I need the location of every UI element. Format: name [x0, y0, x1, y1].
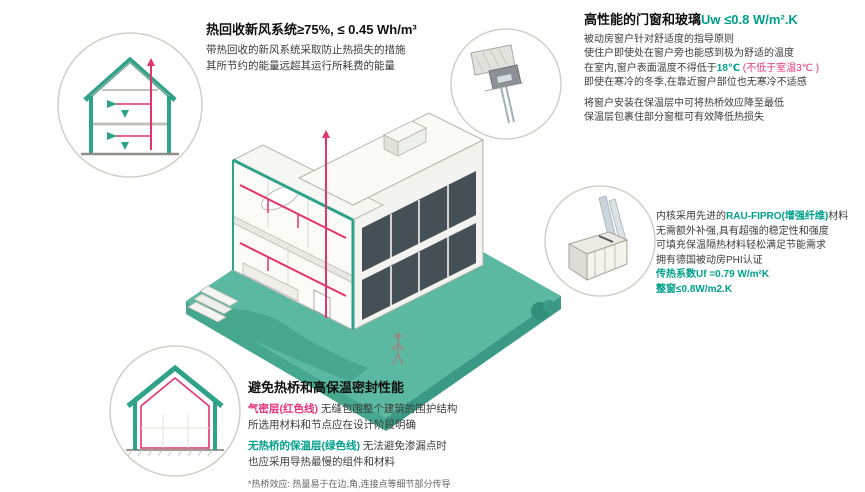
ventilation-body: 带热回收的新风系统采取防止热损失的措施 其所节约的能量远超其运行所耗费的能量 — [206, 43, 470, 75]
insulation-p2-line1: 无热桥的保温层(绿色线) 无法避免渗漏点时 — [248, 439, 548, 455]
ventilation-detail-circle — [55, 30, 205, 180]
ventilation-house-icon — [57, 32, 203, 178]
window-section: 高性能的门窗和玻璃Uw ≤0.8 W/m².K 被动房窗户针对舒适度的指导原则 … — [584, 12, 862, 126]
ventilation-title: 热回收新风系统≥75%, ≤ 0.45 Wh/m³ — [206, 22, 417, 37]
window-detail-circle — [449, 27, 563, 141]
insulation-para1: 气密层(红色线) 无缝包围整个建筑的围护结构 所选用材料和节点应在设计阶段明确 — [248, 402, 548, 434]
profile-line1-material: RAU-FIPRO(增强纤维) — [726, 211, 829, 222]
insulation-title: 避免热桥和高保温密封性能 — [248, 380, 405, 395]
window-line3-pre: 在室内,窗户表面温度不得低于 — [584, 62, 717, 74]
insulation-p2-rest: 无法避免渗漏点时 — [360, 440, 447, 453]
insulation-section: 避免热桥和高保温密封性能 气密层(红色线) 无缝包围整个建筑的围护结构 所选用材… — [248, 380, 548, 490]
insulation-p1-rest: 无缝包围整个建筑的围护结构 — [318, 402, 458, 415]
window-profile-icon — [544, 185, 656, 297]
house-cutaway-icon — [186, 112, 561, 431]
insulation-p1-line1: 气密层(红色线) 无缝包围整个建筑的围护结构 — [248, 402, 548, 418]
window-title-uvalue: Uw ≤0.8 W/m².K — [701, 12, 798, 27]
profile-uw-value: 整窗≤0.8W/m2.K — [656, 283, 733, 295]
insulation-p1-line2: 所选用材料和节点应在设计阶段明确 — [248, 418, 416, 431]
thermal-bridge-footnote: *热桥效应: 热量易于在边,角,连接点等细节部分传导 — [248, 478, 451, 489]
ventilation-line2: 其所节约的能量远超其运行所耗费的能量 — [206, 59, 395, 72]
airtight-layer-label: 气密层(红色线) — [248, 402, 318, 415]
window-body: 被动房窗户针对舒适度的指导原则 使住户即使处在窗户旁也能感到极为舒适的温度 在室… — [584, 33, 862, 126]
profile-line3: 可填充保温隔热材料轻松满足节能需求 — [656, 240, 826, 251]
insulated-house-icon — [109, 345, 241, 477]
profile-line1: 内核采用先进的RAU-FIPRO(增强纤维)材料 — [656, 210, 862, 225]
insulation-p2-line2: 也应采用导热最慢的组件和材料 — [248, 456, 395, 469]
profile-uf-value: 传热系数Uf =0.79 W/m²K — [656, 269, 770, 280]
insulation-para2: 无热桥的保温层(绿色线) 无法避免渗漏点时 也应采用导热最慢的组件和材料 — [248, 439, 548, 471]
window-line3: 在室内,窗户表面温度不得低于18℃ (不低于室温3℃ ) — [584, 62, 862, 77]
insulation-house-circle — [108, 344, 242, 478]
house-cutaway-illustration — [168, 68, 570, 434]
window-title: 高性能的门窗和玻璃Uw ≤0.8 W/m².K — [584, 12, 862, 29]
window-profile-circle — [543, 184, 657, 298]
thermal-layer-label: 无热桥的保温层(绿色线) — [248, 440, 360, 453]
ventilation-section: 热回收新风系统≥75%, ≤ 0.45 Wh/m³ 带热回收的新风系统采取防止热… — [206, 22, 470, 74]
window-line3-note: (不低于室温3℃ ) — [740, 62, 820, 74]
window-section-drawing-icon — [450, 28, 562, 140]
profile-section: 内核采用先进的RAU-FIPRO(增强纤维)材料 无需额外补强,具有超强的稳定性… — [656, 210, 862, 297]
profile-line2: 无需额外补强,具有超强的稳定性和强度 — [656, 225, 829, 237]
ventilation-line1: 带热回收的新风系统采取防止热损失的措施 — [206, 43, 406, 56]
window-line5: 将窗户安装在保温层中可将热桥效应降至最低 — [584, 97, 784, 109]
window-title-black: 高性能的门窗和玻璃 — [584, 12, 702, 27]
window-line2: 使住户即使处在窗户旁也能感到极为舒适的温度 — [584, 48, 794, 60]
window-line3-temp: 18℃ — [716, 62, 741, 74]
window-line4: 即使在寒冷的冬季,在靠近窗户部位也无寒冷不适感 — [584, 77, 807, 89]
profile-line4: 拥有德国被动房PHI认证 — [656, 254, 763, 266]
profile-line1-post: 材料 — [828, 211, 849, 222]
window-line6: 保温层包裹住部分窗框可有效降低热损失 — [584, 112, 764, 124]
window-line1: 被动房窗户针对舒适度的指导原则 — [584, 33, 734, 45]
profile-line1-pre: 内核采用先进的 — [656, 211, 726, 222]
person-figure — [391, 332, 405, 366]
